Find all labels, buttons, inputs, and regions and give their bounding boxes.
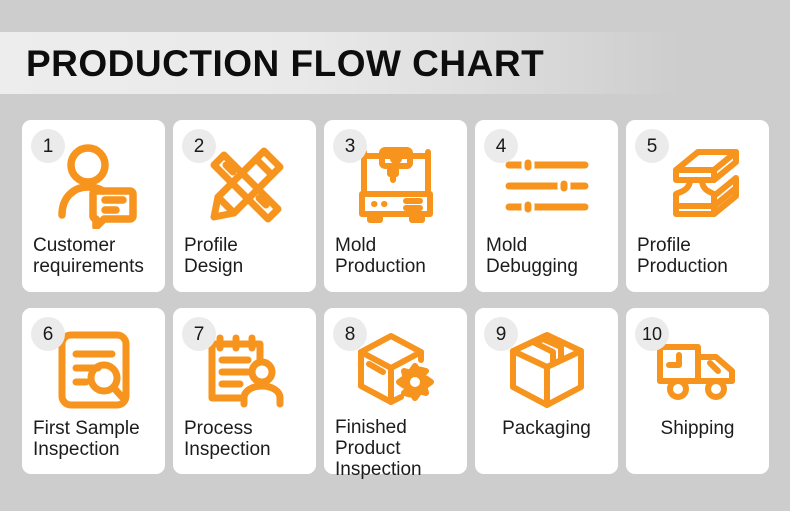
pencil-ruler-design-icon bbox=[181, 130, 308, 235]
customer-requirements-icon bbox=[30, 130, 157, 235]
step-label: Finished Product Inspection bbox=[335, 417, 422, 480]
steps-row-1: 1 Customer requirements 2 bbox=[22, 120, 770, 292]
step-label: Mold Production bbox=[335, 235, 426, 278]
title-banner: PRODUCTION FLOW CHART bbox=[0, 32, 790, 94]
step-number-badge: 5 bbox=[635, 129, 669, 163]
step-card-9[interactable]: 9 Packaging bbox=[475, 308, 618, 474]
step-card-10[interactable]: 10 bbox=[626, 308, 769, 474]
step-number-badge: 1 bbox=[31, 129, 65, 163]
step-card-3[interactable]: 3 bbox=[324, 120, 467, 292]
step-card-2[interactable]: 2 Profile Design bbox=[173, 120, 316, 292]
step-label: Profile Production bbox=[637, 235, 728, 278]
step-label: Mold Debugging bbox=[486, 235, 578, 278]
step-card-5[interactable]: 5 Profile Production bbox=[626, 120, 769, 292]
step-number-badge: 3 bbox=[333, 129, 367, 163]
i-beam-profile-icon bbox=[634, 130, 761, 235]
step-label: Customer requirements bbox=[33, 235, 144, 278]
steps-grid: 1 Customer requirements 2 bbox=[22, 120, 770, 480]
page-title: PRODUCTION FLOW CHART bbox=[26, 42, 545, 84]
sliders-adjust-icon bbox=[483, 130, 610, 235]
step-label: Profile Design bbox=[184, 235, 244, 278]
step-label: First Sample Inspection bbox=[33, 418, 140, 461]
step-number-badge: 6 bbox=[31, 317, 65, 351]
step-label: Process Inspection bbox=[184, 418, 271, 461]
package-box-icon bbox=[483, 318, 610, 418]
step-number-badge: 4 bbox=[484, 129, 518, 163]
step-card-6[interactable]: 6 First Sample Inspection bbox=[22, 308, 165, 474]
box-gear-icon bbox=[332, 318, 459, 418]
document-magnifier-icon bbox=[30, 318, 157, 418]
clipboard-person-icon bbox=[181, 318, 308, 418]
step-card-4[interactable]: 4 Mold Debugging bbox=[475, 120, 618, 292]
step-card-7[interactable]: 7 bbox=[173, 308, 316, 474]
step-card-8[interactable]: 8 Finished Product Inspection bbox=[324, 308, 467, 480]
step-card-1[interactable]: 1 Customer requirements bbox=[22, 120, 165, 292]
step-number-badge: 8 bbox=[333, 317, 367, 351]
step-label: Packaging bbox=[502, 418, 591, 439]
delivery-truck-clock-icon bbox=[634, 318, 761, 418]
step-number-badge: 10 bbox=[635, 317, 669, 351]
step-number-badge: 2 bbox=[182, 129, 216, 163]
step-label: Shipping bbox=[660, 418, 735, 439]
steps-row-2: 6 First Sample Inspection 7 bbox=[22, 308, 770, 480]
step-number-badge: 9 bbox=[484, 317, 518, 351]
step-number-badge: 7 bbox=[182, 317, 216, 351]
milling-machine-icon bbox=[332, 130, 459, 235]
